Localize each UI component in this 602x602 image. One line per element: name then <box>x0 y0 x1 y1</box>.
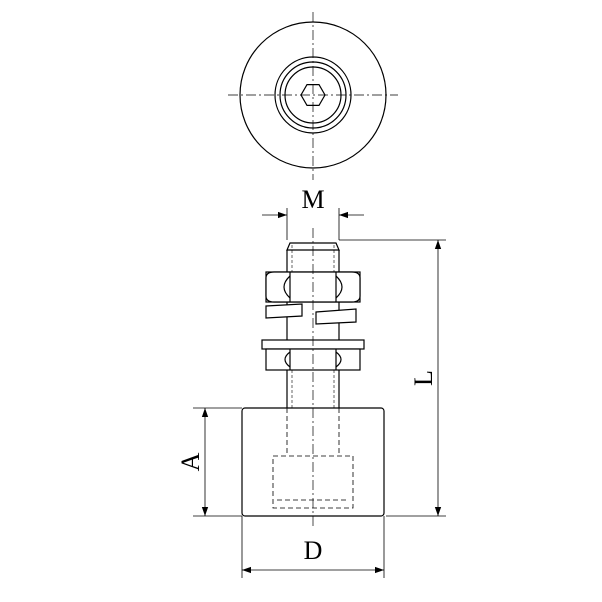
dimension-d <box>241 516 385 578</box>
dimension-l <box>339 239 446 517</box>
stud-thread-lines <box>291 245 335 408</box>
stud-top-chamfer <box>286 242 340 251</box>
dimension-label-l: L <box>409 370 438 386</box>
dimension-a <box>193 407 242 517</box>
top-view-centerlines <box>228 12 398 180</box>
side-view <box>241 228 385 528</box>
top-view <box>228 12 398 180</box>
dimension-label-d: D <box>304 536 323 565</box>
dimensions <box>193 208 446 578</box>
dimension-label-a: A <box>176 452 205 471</box>
dimension-label-m: M <box>301 185 324 214</box>
spring-washer <box>265 303 357 325</box>
dimension-m <box>262 208 364 240</box>
